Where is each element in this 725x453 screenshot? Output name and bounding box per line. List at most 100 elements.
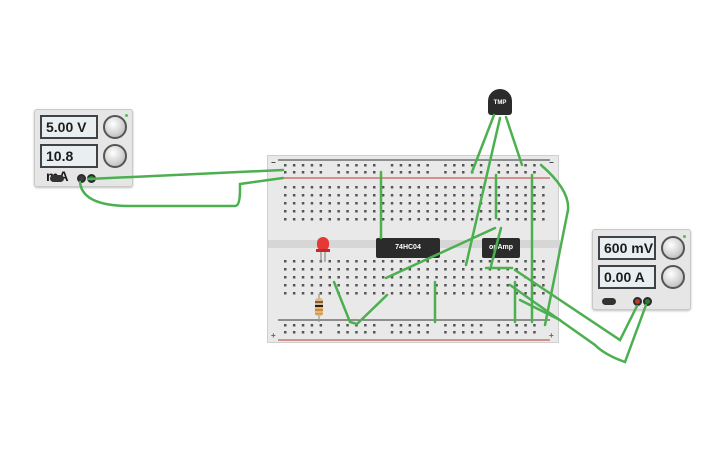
breadboard-hole	[399, 186, 403, 189]
power-switch[interactable]	[602, 298, 616, 305]
breadboard-hole	[533, 276, 536, 279]
breadboard-hole	[417, 260, 420, 263]
breadboard-hole	[301, 202, 305, 205]
breadboard-hole	[328, 202, 331, 205]
breadboard-hole	[319, 268, 323, 271]
breadboard-hole	[426, 268, 429, 271]
breadboard-hole	[319, 292, 323, 295]
breadboard-hole	[399, 171, 403, 174]
breadboard-hole	[479, 268, 483, 271]
breadboard-hole	[533, 324, 536, 327]
breadboard-hole	[479, 292, 483, 295]
breadboard-hole	[497, 194, 501, 197]
breadboard-hole	[355, 171, 358, 174]
positive-terminal[interactable]	[643, 297, 652, 306]
current-knob[interactable]	[661, 265, 685, 289]
breadboard-hole	[346, 324, 349, 327]
breadboard-hole	[301, 164, 305, 167]
breadboard-hole	[453, 186, 456, 189]
breadboard-hole	[497, 202, 501, 205]
breadboard-hole	[337, 260, 340, 263]
breadboard-hole	[355, 210, 358, 213]
breadboard-hole	[426, 218, 429, 221]
positive-terminal[interactable]	[87, 174, 96, 183]
breadboard-hole	[364, 194, 367, 197]
breadboard-hole	[390, 194, 394, 197]
breadboard-hole	[284, 171, 287, 174]
breadboard-hole	[435, 268, 438, 271]
breadboard-hole	[542, 276, 545, 279]
breadboard-hole	[417, 171, 420, 174]
breadboard-hole	[542, 218, 545, 221]
breadboard-hole	[524, 202, 527, 205]
breadboard-hole	[328, 292, 331, 295]
breadboard-hole	[506, 292, 509, 295]
breadboard-hole	[310, 324, 314, 327]
breadboard-hole	[479, 331, 483, 334]
tmp-sensor[interactable]: TMP	[488, 89, 512, 115]
breadboard-hole	[444, 260, 447, 263]
breadboard-hole	[408, 268, 412, 271]
breadboard-hole	[444, 194, 447, 197]
breadboard-hole	[310, 194, 314, 197]
breadboard-hole	[408, 324, 412, 327]
breadboard-hole	[453, 164, 456, 167]
breadboard-hole	[462, 194, 465, 197]
breadboard-hole	[488, 194, 492, 197]
breadboard-hole	[373, 260, 376, 263]
ic-74hc04[interactable]: 74HC04	[376, 238, 440, 258]
breadboard-hole	[497, 218, 501, 221]
breadboard-hole	[319, 202, 323, 205]
breadboard-hole	[355, 164, 358, 167]
breadboard-hole	[408, 218, 412, 221]
breadboard-hole	[390, 268, 394, 271]
breadboard-hole	[470, 164, 474, 167]
breadboard-hole	[506, 218, 509, 221]
negative-terminal[interactable]	[77, 174, 86, 183]
breadboard-hole	[364, 260, 367, 263]
breadboard-hole	[408, 276, 412, 279]
breadboard-hole	[337, 331, 340, 334]
multimeter-right[interactable]: 600 mV 0.00 A	[592, 229, 691, 310]
breadboard-hole	[390, 292, 394, 295]
voltage-knob[interactable]	[103, 115, 127, 139]
breadboard-hole	[453, 324, 456, 327]
breadboard-hole	[497, 292, 501, 295]
breadboard-hole	[381, 260, 385, 263]
breadboard-hole	[453, 284, 456, 287]
breadboard-hole	[426, 284, 429, 287]
breadboard-hole	[319, 194, 323, 197]
breadboard-hole	[399, 284, 403, 287]
breadboard-hole	[515, 284, 518, 287]
breadboard-hole	[462, 171, 465, 174]
breadboard-hole	[515, 186, 518, 189]
rail-minus-label: −	[271, 158, 276, 167]
breadboard-hole	[524, 260, 527, 263]
breadboard-hole	[381, 268, 385, 271]
breadboard-hole	[310, 210, 314, 213]
breadboard-hole	[284, 276, 287, 279]
breadboard-hole	[301, 276, 305, 279]
breadboard-hole	[355, 268, 358, 271]
voltage-knob[interactable]	[661, 236, 685, 260]
breadboard-hole	[301, 260, 305, 263]
breadboard-hole	[417, 324, 420, 327]
breadboard-hole	[453, 268, 456, 271]
power-supply-left[interactable]: 5.00 V 10.8 mA	[34, 109, 133, 187]
power-switch[interactable]	[50, 175, 64, 182]
breadboard-hole	[479, 194, 483, 197]
breadboard-hole	[399, 331, 403, 334]
opamp-chip[interactable]: opAmp	[482, 238, 520, 258]
opamp-label: opAmp	[488, 244, 514, 251]
breadboard-hole	[524, 324, 527, 327]
breadboard-hole	[328, 284, 331, 287]
breadboard-hole	[355, 276, 358, 279]
breadboard-hole	[284, 260, 287, 263]
breadboard-hole	[399, 276, 403, 279]
breadboard-hole	[328, 260, 331, 263]
negative-terminal[interactable]	[633, 297, 642, 306]
current-knob[interactable]	[103, 144, 127, 168]
breadboard-hole	[310, 164, 314, 167]
breadboard-hole	[346, 171, 349, 174]
breadboard-hole	[284, 292, 287, 295]
